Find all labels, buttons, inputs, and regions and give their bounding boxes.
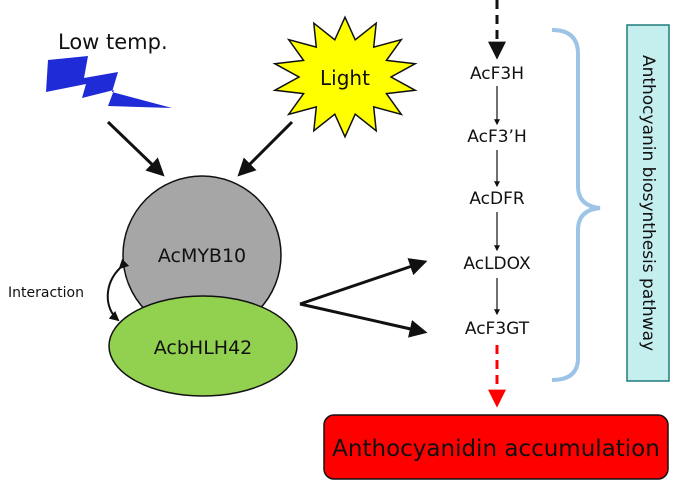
pathway-label-box — [626, 24, 670, 382]
gene-ldox: AcLDOX — [463, 254, 531, 274]
gene-f3gt: AcF3GT — [465, 319, 530, 339]
arrow-to-f3gt — [299, 302, 428, 338]
gene-dfr: AcDFR — [469, 189, 525, 209]
myb10-label: AcMYB10 — [158, 245, 246, 267]
bhlh42-label: AcbHLH42 — [154, 337, 253, 359]
pathway-label: Anthocyanin biosynthesis pathway — [638, 55, 658, 351]
interaction-arrow — [106, 258, 130, 322]
lightning-bolt-icon — [46, 56, 172, 108]
low-temp-arrow — [106, 120, 165, 177]
low-temp-label: Low temp. — [58, 30, 168, 54]
light-arrow — [237, 120, 294, 177]
bhlh42-ellipse — [108, 295, 298, 397]
light-label: Light — [320, 66, 370, 90]
sun-icon — [272, 15, 418, 139]
arrow-to-ldox — [299, 258, 428, 306]
gene-f3h: AcF3H — [470, 64, 524, 84]
accumulation-label: Anthocyanidin accumulation — [332, 436, 660, 462]
accumulation-box — [323, 414, 669, 480]
interaction-label: Interaction — [8, 285, 84, 301]
gene-f3prime-h: AcF3’H — [467, 127, 526, 147]
pathway-brace — [551, 28, 601, 382]
